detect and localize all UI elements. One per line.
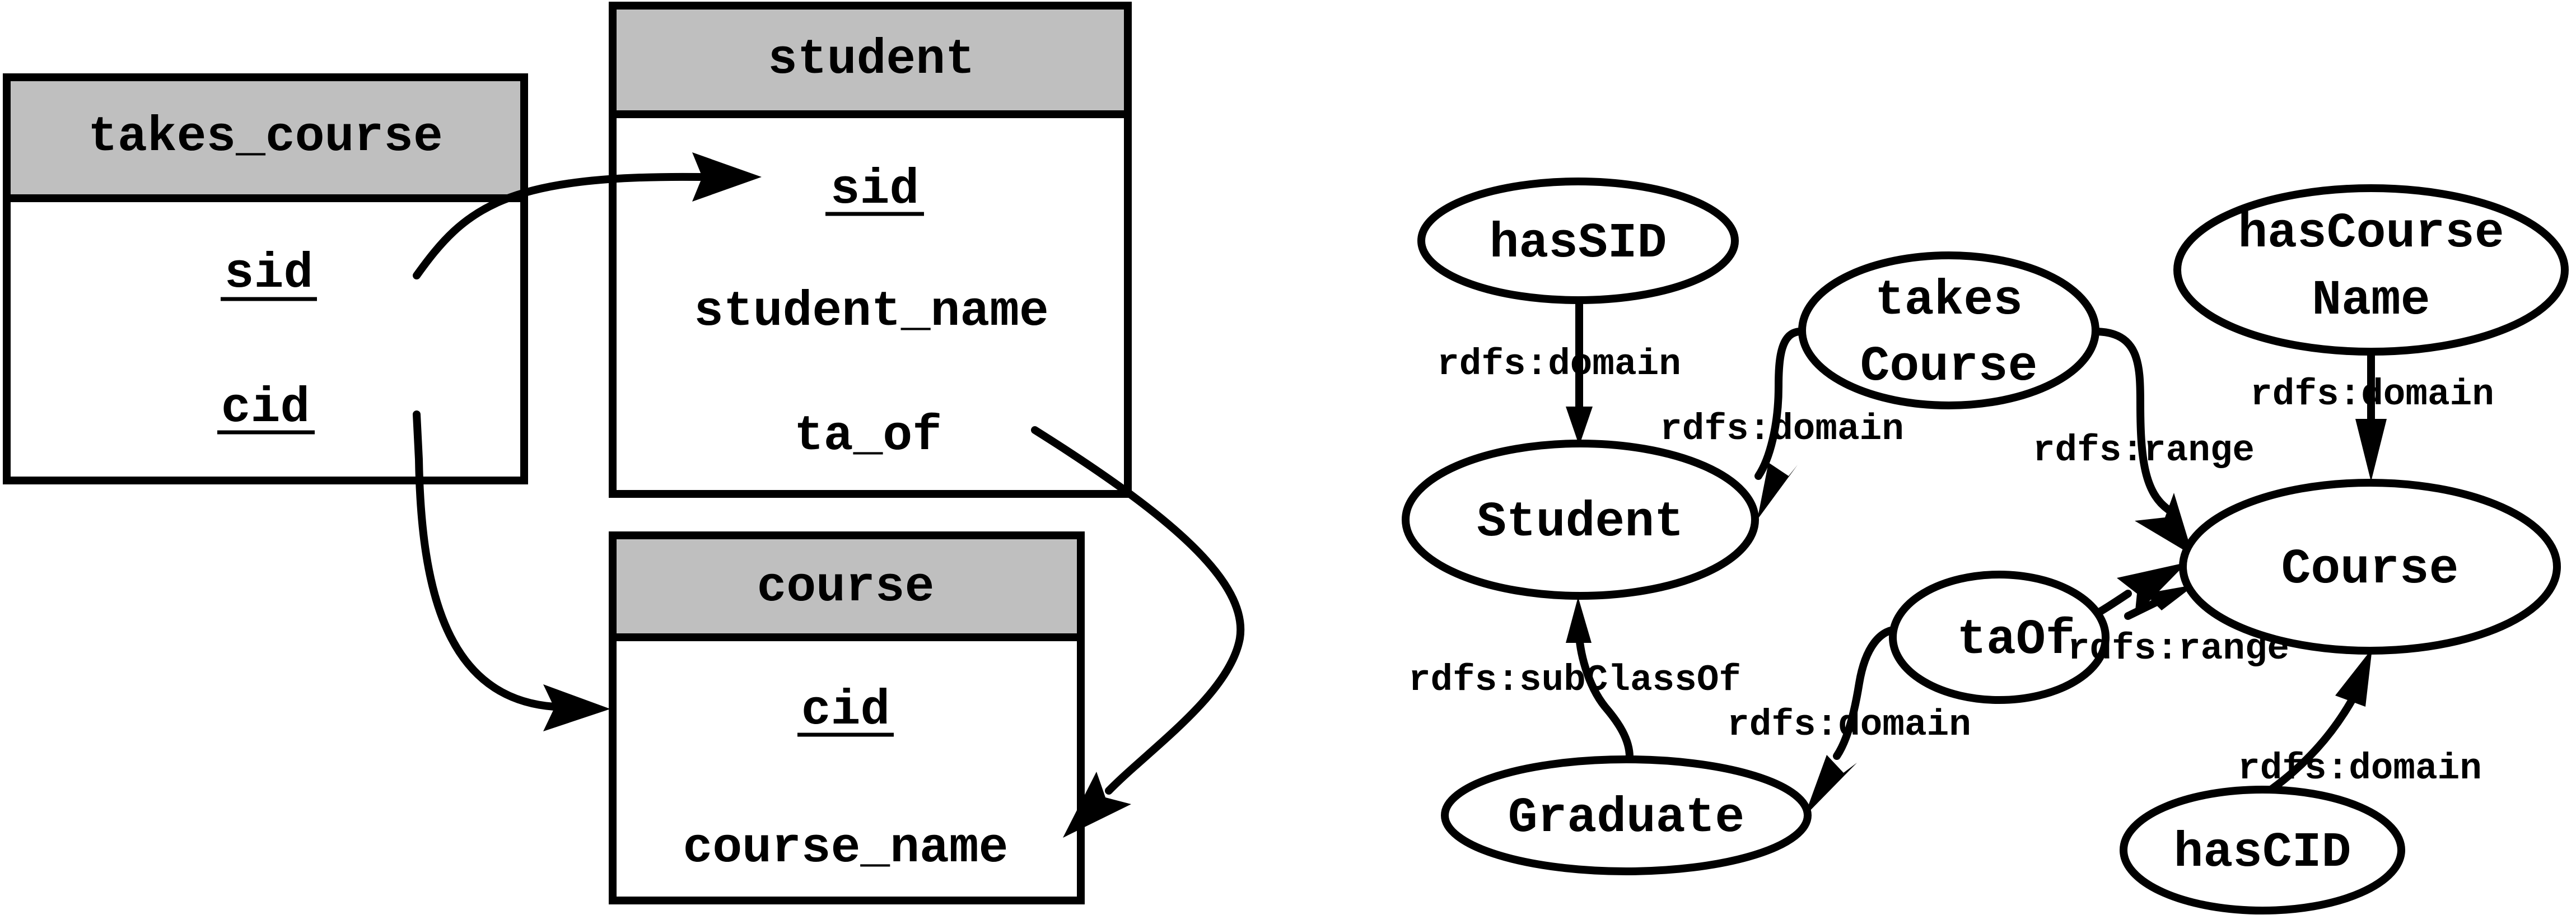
- arrowhead: [2355, 419, 2387, 482]
- node-hascoursename: hasCourse Name: [2173, 184, 2569, 356]
- node-course: Course: [2179, 479, 2561, 655]
- node-ellipse: [1798, 251, 2099, 409]
- node-hassid: hasSID: [1417, 178, 1739, 304]
- field-course-cid: cid: [801, 683, 890, 739]
- field-takes-course-sid: sid: [225, 246, 313, 302]
- table-takes-course-title: takes_course: [88, 110, 443, 165]
- node-graduate: Graduate: [1441, 755, 1812, 875]
- arrowhead: [1063, 772, 1131, 838]
- node-ellipse: [1402, 440, 1759, 600]
- node-label: Student: [1477, 495, 1684, 550]
- reference-takes-sid-to-student-sid: [413, 152, 762, 279]
- table-takes-course-header: [3, 73, 528, 202]
- node-student: Student: [1402, 440, 1759, 600]
- table-course: course cid course_name: [609, 531, 1085, 904]
- table-course-title: course: [757, 560, 935, 615]
- edge-hascid-domain: [2269, 648, 2372, 792]
- edge-line: [1754, 328, 1805, 480]
- arrowhead: [1566, 597, 1592, 643]
- edge-label-taof-range: rdfs:range: [2068, 628, 2289, 670]
- edge-taof-domain: [1804, 625, 1906, 816]
- edge-label-hassid-domain: rdfs:domain: [1437, 343, 1681, 385]
- node-ellipse: [1889, 571, 2110, 704]
- reference-connector: [1031, 426, 1245, 795]
- edge-label-hascid-domain: rdfs:domain: [2238, 748, 2482, 790]
- node-ellipse: [1417, 178, 1739, 304]
- edge-label-hascoursename-domain: rdfs:domain: [2250, 374, 2494, 416]
- node-label: Name: [2312, 273, 2430, 329]
- node-ellipse: [2179, 479, 2561, 655]
- table-takes-course: takes_course sid cid: [3, 73, 528, 484]
- node-hascid: hasCID: [2120, 786, 2405, 914]
- arrowhead: [692, 152, 762, 202]
- node-ellipse: [1441, 755, 1812, 875]
- node-label: takes: [1875, 273, 2023, 329]
- arrowhead: [1566, 407, 1593, 446]
- table-course-header: [609, 531, 1085, 641]
- node-ellipse: [2120, 786, 2405, 914]
- table-student-header: [609, 2, 1132, 118]
- field-student-ta-of: ta_of: [794, 409, 942, 464]
- edge-label-graduate-subclass: rdfs:subClassOf: [1408, 659, 1741, 701]
- field-takes-course-cid: cid: [221, 381, 310, 436]
- reference-connector: [413, 410, 558, 711]
- arrowhead: [1804, 755, 1857, 816]
- edge-line: [1833, 625, 1906, 760]
- reference-ta-of-to-course-name: [1031, 426, 1245, 838]
- edge-takescourse-domain: [1754, 328, 1805, 520]
- edge-graduate-subclass: [1566, 597, 1634, 761]
- edge-line: [1575, 629, 1634, 761]
- edge-line: [2269, 696, 2356, 792]
- arrowhead: [2335, 648, 2372, 707]
- arrowhead: [2117, 562, 2187, 616]
- node-takescourse: takes Course: [1798, 251, 2099, 409]
- table-student: student sid student_name ta_of: [609, 2, 1132, 498]
- edge-label-takescourse-domain: rdfs:domain: [1660, 408, 1904, 450]
- table-student-title: student: [768, 32, 975, 88]
- field-student-name: student_name: [694, 284, 1049, 340]
- node-taof: taOf: [1889, 571, 2110, 704]
- edge-hassid-domain: [1566, 296, 1593, 446]
- edge-label-taof-domain: rdfs:domain: [1727, 704, 1971, 746]
- arrowhead: [1757, 463, 1798, 520]
- reference-connector: [413, 172, 704, 279]
- node-label: Graduate: [1508, 791, 1744, 846]
- node-label: hasCID: [2174, 825, 2351, 881]
- node-label: hasCourse: [2238, 206, 2504, 262]
- arrowhead: [2135, 493, 2193, 556]
- field-course-name: course_name: [683, 821, 1009, 876]
- edge-hascoursename-domain: [2355, 348, 2387, 482]
- arrowhead: [543, 684, 610, 731]
- arrowhead: [2145, 585, 2195, 610]
- node-label: Course: [1860, 339, 2038, 395]
- reference-takes-cid-to-course: [413, 410, 610, 731]
- node-ellipse: [2173, 184, 2569, 356]
- edge-line: [2090, 328, 2172, 514]
- edge-label-takescourse-range: rdfs:range: [2033, 430, 2255, 472]
- edge-takescourse-range: [2090, 328, 2193, 556]
- node-label: Course: [2281, 542, 2459, 598]
- node-label: taOf: [1957, 613, 2075, 668]
- field-student-sid: sid: [830, 162, 919, 218]
- node-label: hasSID: [1490, 216, 1667, 272]
